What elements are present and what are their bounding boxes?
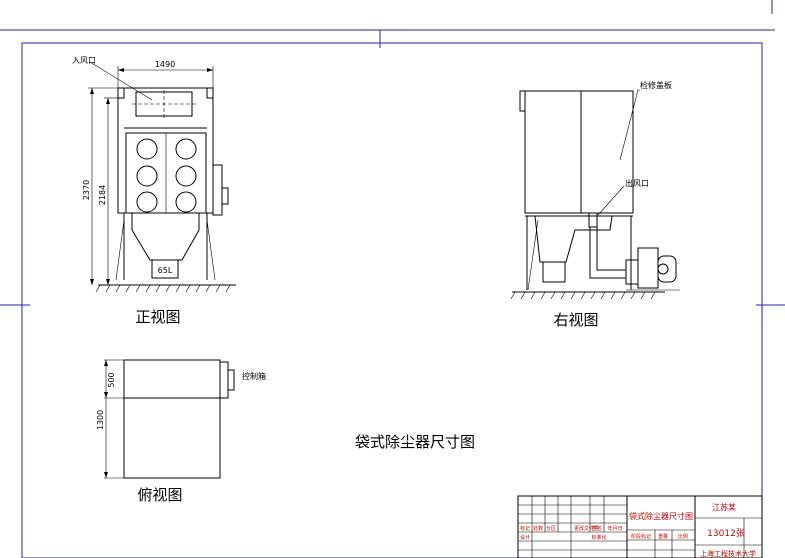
stage-header: 重量 (658, 533, 668, 540)
drawing-title: 袋式除尘器尺寸图 (355, 433, 475, 451)
control-box (219, 361, 229, 399)
panel-label: 检修盖板 (640, 80, 672, 90)
duct-inner (596, 227, 626, 271)
filter-bag (136, 165, 158, 187)
top-body (123, 359, 221, 479)
filter-bag (136, 191, 158, 213)
role-label: 设计 (520, 534, 530, 541)
fan-flange (625, 259, 639, 285)
filter-bag (175, 138, 197, 160)
front-view-label: 正视图 (135, 308, 180, 326)
rev-header: 年月日 (607, 525, 622, 532)
brace-right (206, 219, 216, 281)
right-view: 检修盖板 出风口 右视图 (510, 80, 680, 329)
right-body (524, 90, 634, 214)
dim-upper: 500 (107, 372, 116, 387)
top-view: 500 1300 控制箱 俯视图 (96, 359, 266, 504)
outlet-leader (597, 185, 625, 216)
fan-shaft (657, 263, 669, 275)
rev-header: 签名 (592, 525, 602, 532)
front-view: 1490 2370 2184 入风口 65L 正视图 (72, 56, 236, 326)
outlet-stub (588, 212, 598, 228)
dim-width: 1490 (155, 60, 175, 69)
title-block: 袋式除尘器尺寸图 江苏某 13012张 标记 处数 分区 更改文件号 签名 年月… (517, 495, 763, 558)
panel-leader (619, 89, 640, 161)
side-box (212, 164, 223, 216)
dim-total-height: 2370 (82, 180, 91, 200)
fan-motor (657, 255, 677, 283)
dim-body-height: 2184 (98, 185, 107, 205)
outlet-label: 出风口 (625, 178, 649, 188)
stage-header: 阶段标记 (631, 533, 651, 540)
role-label: 标准化 (591, 534, 606, 541)
hopper-bin (151, 259, 179, 279)
inlet-label: 入风口 (72, 56, 96, 65)
right-lug-left (519, 90, 526, 112)
stage-header: 比例 (678, 533, 688, 540)
front-lug-right (206, 87, 214, 99)
dim-lower: 1300 (96, 410, 105, 430)
control-label: 控制箱 (242, 371, 266, 381)
inlet-leader (89, 61, 153, 101)
brace-left (115, 219, 125, 281)
right-hopper (534, 215, 613, 263)
rev-header: 更改文件号 (574, 525, 599, 532)
duct-outer (589, 227, 626, 279)
filter-bag (175, 165, 197, 187)
sheet-border (21, 42, 763, 558)
front-body (117, 87, 214, 214)
title-block-title: 袋式除尘器尺寸图 (629, 511, 693, 521)
side-box-handle (221, 187, 229, 205)
filter-bag (136, 138, 158, 160)
title-block-number: 13012张 (707, 528, 745, 539)
rev-header: 标记 (520, 525, 530, 532)
front-lug-left (117, 87, 125, 99)
top-view-label: 俯视图 (137, 486, 182, 504)
right-brace (527, 219, 539, 291)
hopper-cone (131, 213, 200, 261)
control-box-knob (227, 369, 235, 391)
fan-housing (637, 247, 659, 289)
filter-bag (175, 191, 197, 213)
title-block-company: 江苏某 (712, 502, 736, 512)
right-bin (542, 261, 566, 283)
title-block-bottom: 上海工程技术大学 (700, 549, 756, 558)
hopper-label: 65L (158, 266, 173, 275)
rev-header: 处数 (533, 525, 543, 532)
rev-header: 分区 (546, 525, 556, 532)
right-view-label: 右视图 (553, 311, 598, 329)
